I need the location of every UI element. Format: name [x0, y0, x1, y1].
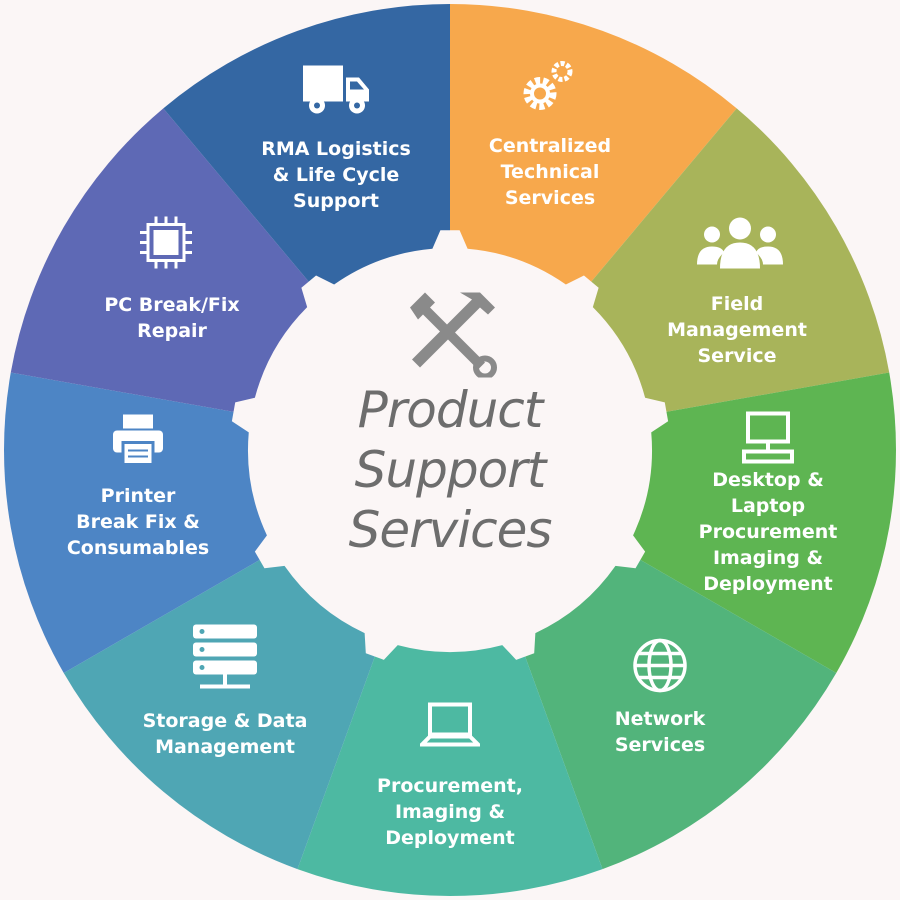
- segment-label-network-services: Network Services: [614, 708, 706, 756]
- segment-4: [297, 450, 603, 896]
- people-icon: [695, 215, 785, 276]
- segment-label-printer: Printer Break Fix & Consumables: [66, 485, 210, 559]
- laptop-icon: [417, 701, 483, 756]
- truck-icon: [301, 64, 371, 121]
- segment-label-centralized-technical-services: Centralized Technical Services: [488, 135, 612, 209]
- globe-icon: [631, 637, 689, 700]
- segment-label-rma-logistics: RMA Logistics & Life Cycle Support: [261, 138, 411, 212]
- chip-icon: [138, 215, 194, 276]
- segment-label-field-management: Field Management Service: [667, 293, 807, 367]
- segment-label-procurement-imaging: Procurement, Imaging & Deployment: [377, 775, 523, 849]
- center-title: Product Support Services: [348, 381, 553, 559]
- center-gear: [231, 230, 669, 660]
- segment-label-pc-break-fix: PC Break/Fix Repair: [104, 294, 240, 342]
- segment-label-storage-data: Storage & Data Management: [142, 710, 308, 758]
- gears-icon: [518, 58, 578, 123]
- printer-icon: [111, 413, 165, 472]
- desktop-icon: [740, 410, 796, 471]
- segment-label-desktop-laptop: Desktop & Laptop Procurement Imaging & D…: [698, 469, 838, 595]
- tools-icon: [400, 288, 500, 383]
- server-icon: [192, 623, 258, 698]
